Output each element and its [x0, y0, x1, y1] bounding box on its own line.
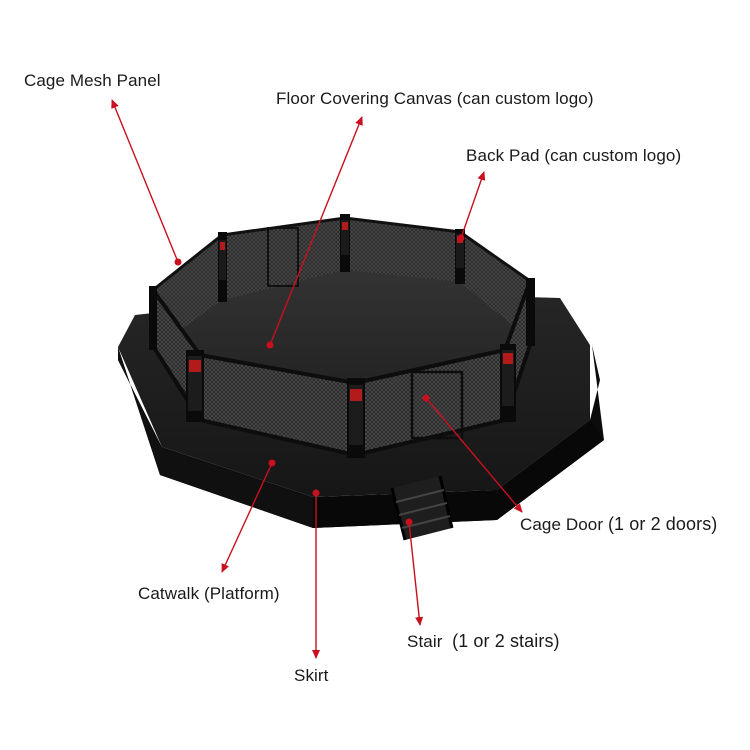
- label-stair: Stair (1 or 2 stairs): [407, 631, 560, 652]
- arrow-stair: [408, 521, 424, 626]
- arrow-catwalk: [221, 462, 273, 573]
- label-cage-mesh-panel: Cage Mesh Panel: [24, 71, 161, 90]
- dot-stair: [405, 518, 413, 526]
- label-cage-door: Cage Door (1 or 2 doors): [520, 514, 717, 535]
- label-cage-door-note: (1 or 2 doors): [607, 514, 718, 534]
- label-cage-door-main: Cage Door: [520, 515, 604, 534]
- arrow-cage-door: [425, 397, 523, 513]
- label-stair-main: Stair: [407, 632, 443, 651]
- arrow-back-pad: [460, 171, 486, 239]
- label-catwalk: Catwalk (Platform): [138, 584, 280, 603]
- arrow-floor-canvas: [269, 116, 363, 346]
- label-back-pad: Back Pad (can custom logo): [466, 146, 682, 165]
- label-stair-note: (1 or 2 stairs): [452, 631, 560, 651]
- arrow-cage-mesh-panel: [111, 99, 179, 263]
- cage-posts: [149, 214, 535, 458]
- label-skirt: Skirt: [294, 666, 329, 685]
- dot-skirt: [312, 489, 320, 497]
- dot-back-pad: [457, 234, 465, 242]
- dot-cage-door: [422, 394, 430, 402]
- dot-cage-mesh-panel: [174, 258, 182, 266]
- dot-floor-canvas: [266, 341, 274, 349]
- dot-catwalk: [268, 459, 276, 467]
- skirt: [118, 345, 604, 528]
- annotation-arrows: [111, 99, 523, 659]
- label-floor-canvas: Floor Covering Canvas (can custom logo): [276, 89, 594, 108]
